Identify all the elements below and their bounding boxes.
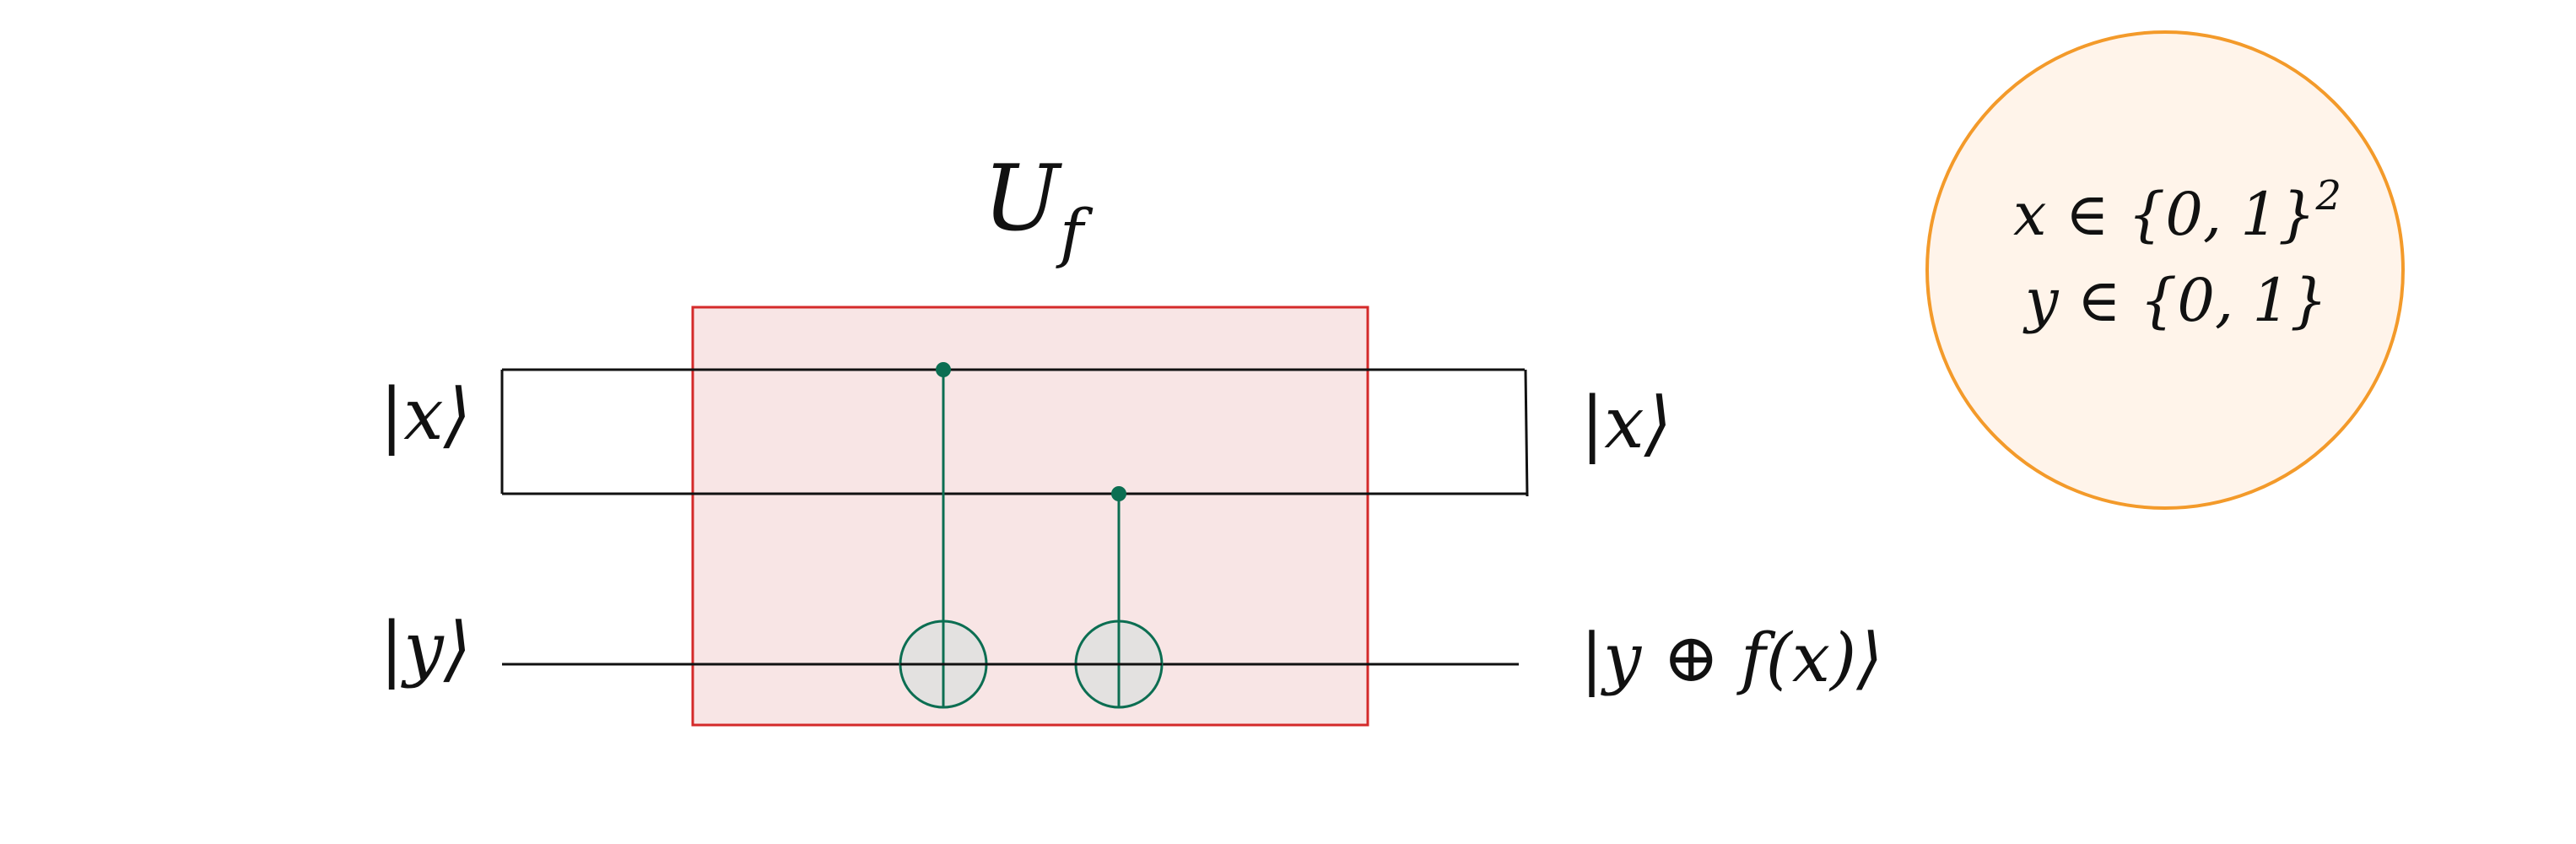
output-x-label: |x⟩: [1580, 381, 1671, 464]
domain-note-line-2: y ∈ {0, 1}: [2022, 266, 2328, 335]
oracle-label: Uf: [983, 146, 1094, 270]
domain-note-line-1-superscript: 2: [2314, 172, 2341, 219]
oracle-label-main: U: [983, 146, 1062, 252]
control-dot-icon: [1111, 486, 1126, 501]
oracle-label-subscript: f: [1056, 195, 1094, 270]
oracle-box: [691, 306, 1369, 727]
output-y-label: |y ⊕ f(x)⟩: [1580, 619, 1882, 697]
x-register-right-edge: [1524, 369, 1529, 497]
input-x-label: |x⟩: [380, 373, 471, 456]
domain-note-line-1: x ∈ {0, 1}2: [2013, 172, 2341, 249]
domain-note-line-1-main: x ∈ {0, 1}: [2013, 180, 2315, 249]
input-y-label: |y⟩: [380, 607, 472, 690]
control-dot-icon: [936, 362, 951, 377]
domain-note-circle: [1925, 30, 2405, 510]
x-register: [500, 368, 1529, 497]
